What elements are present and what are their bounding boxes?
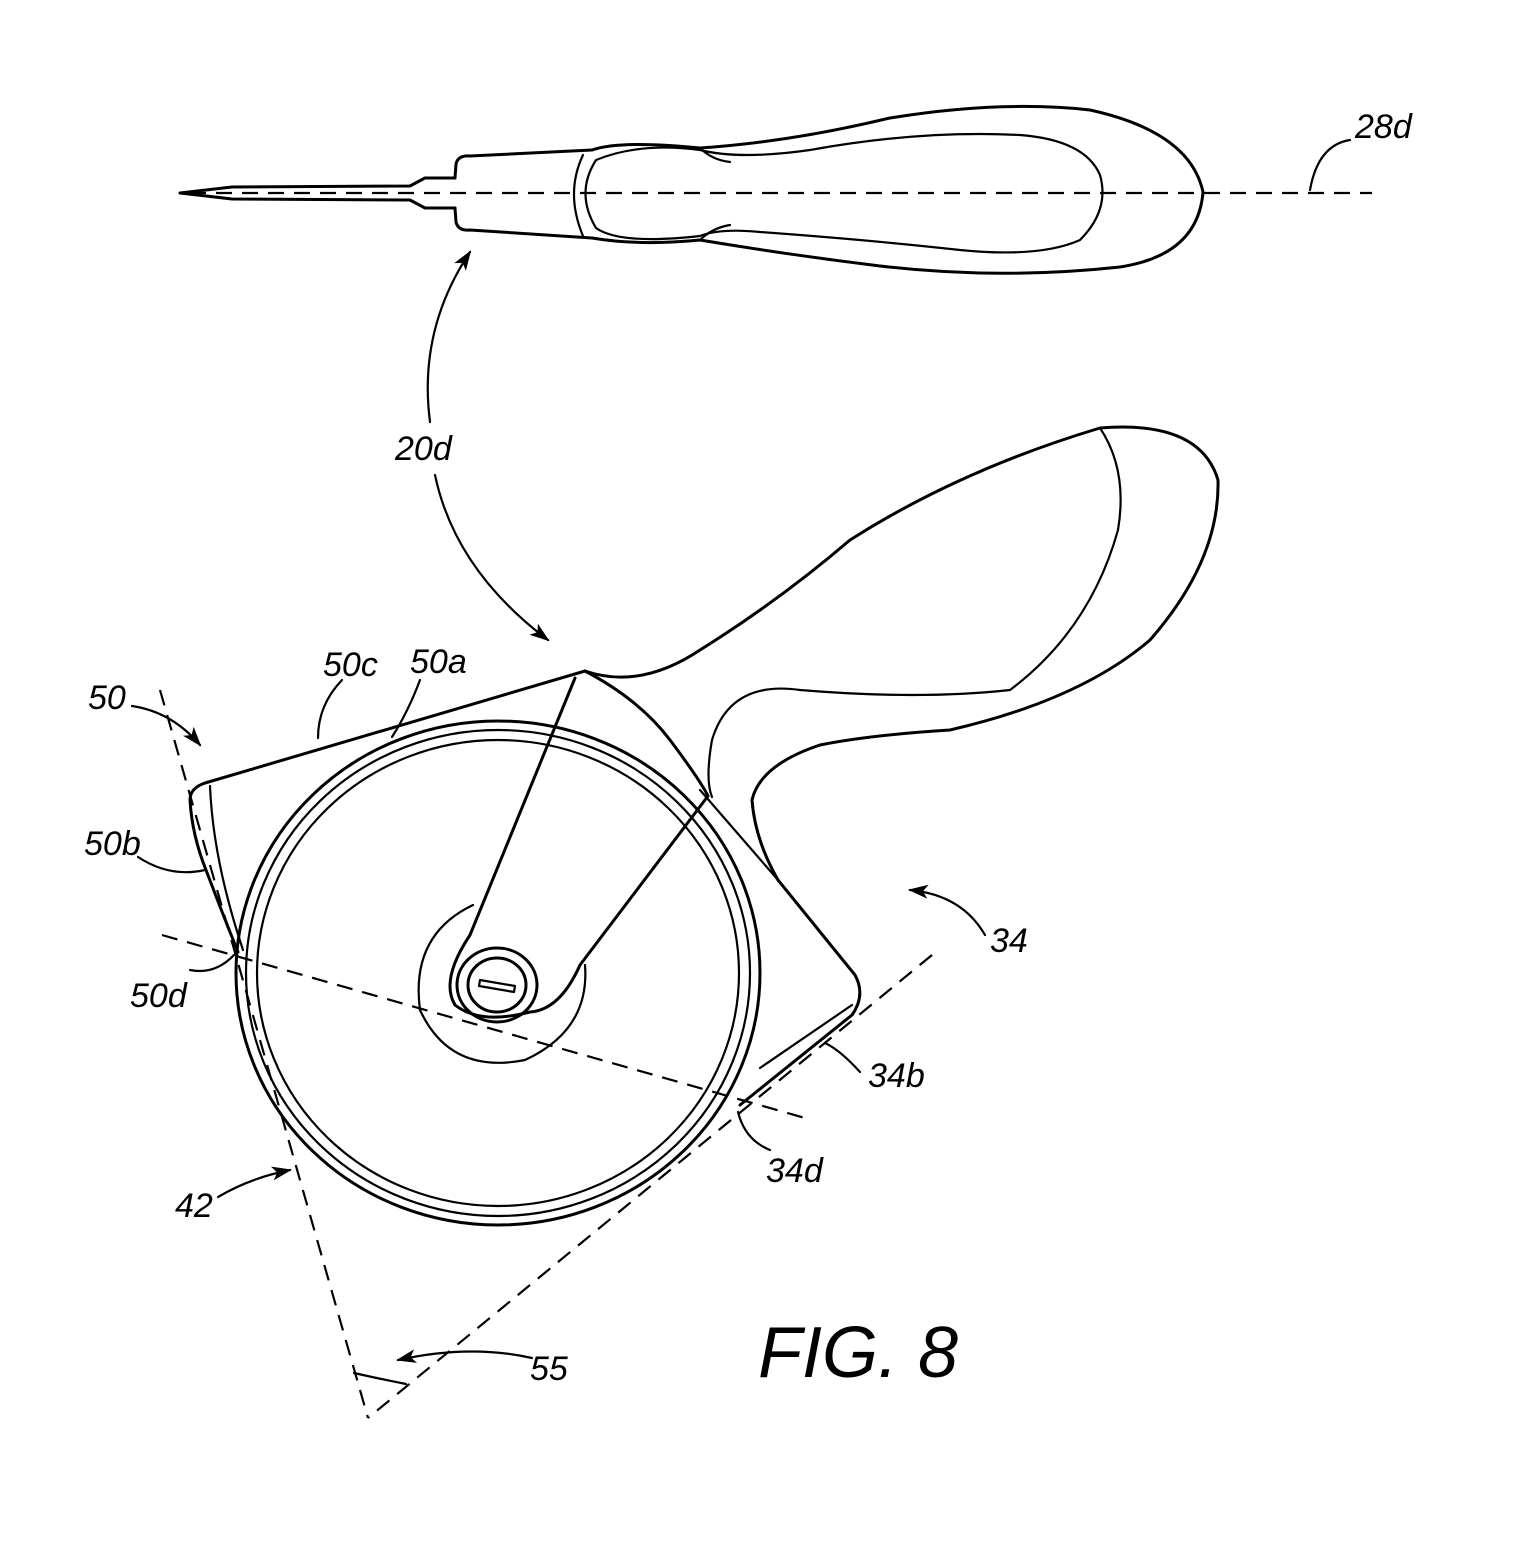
guard-34-edge (700, 790, 852, 1068)
leader-42 (218, 1170, 290, 1197)
arrow-20d-up (428, 252, 470, 422)
label-20d: 20d (394, 430, 453, 468)
awl-handle-outer (592, 106, 1203, 273)
label-50c: 50c (323, 646, 378, 684)
angle-55-arc (354, 1373, 406, 1384)
screw-slot (479, 980, 515, 992)
cutter-handle (585, 427, 1218, 880)
label-34b: 34b (868, 1057, 925, 1095)
awl-ferrule (455, 150, 592, 238)
label-50d: 50d (130, 977, 188, 1015)
label-34d: 34d (766, 1152, 824, 1190)
awl-tool (180, 106, 1372, 273)
label-50b: 50b (84, 825, 141, 863)
awl-grip-line (574, 155, 583, 236)
blade-middle-ring (246, 730, 750, 1216)
leader-28d (1310, 140, 1350, 190)
leader-50d (190, 955, 234, 971)
blade-outer-ring (236, 721, 760, 1225)
label-50: 50 (88, 679, 126, 717)
cutter-arm (450, 671, 708, 1017)
label-50a: 50a (410, 643, 467, 681)
label-34: 34 (990, 922, 1028, 960)
centerline-through-hub (162, 935, 812, 1120)
label-55: 55 (530, 1350, 568, 1388)
cutter-handle-inner (709, 428, 1121, 797)
rotary-cutter (160, 427, 1218, 1418)
leader-50c (318, 680, 342, 738)
blade-inner-ring (257, 740, 739, 1206)
guard-50 (190, 671, 585, 952)
leader-50b (138, 857, 205, 872)
arrow-20d-down (435, 475, 548, 640)
label-42: 42 (175, 1187, 213, 1225)
leader-34 (910, 890, 985, 935)
leader-50a (392, 680, 420, 737)
leader-34b (825, 1043, 860, 1072)
leader-55 (398, 1351, 532, 1360)
leader-50 (132, 706, 200, 745)
figure-label: FIG. 8 (758, 1313, 958, 1393)
leader-34d (738, 1112, 770, 1150)
label-28d: 28d (1354, 108, 1413, 146)
axle-screw (468, 958, 526, 1012)
